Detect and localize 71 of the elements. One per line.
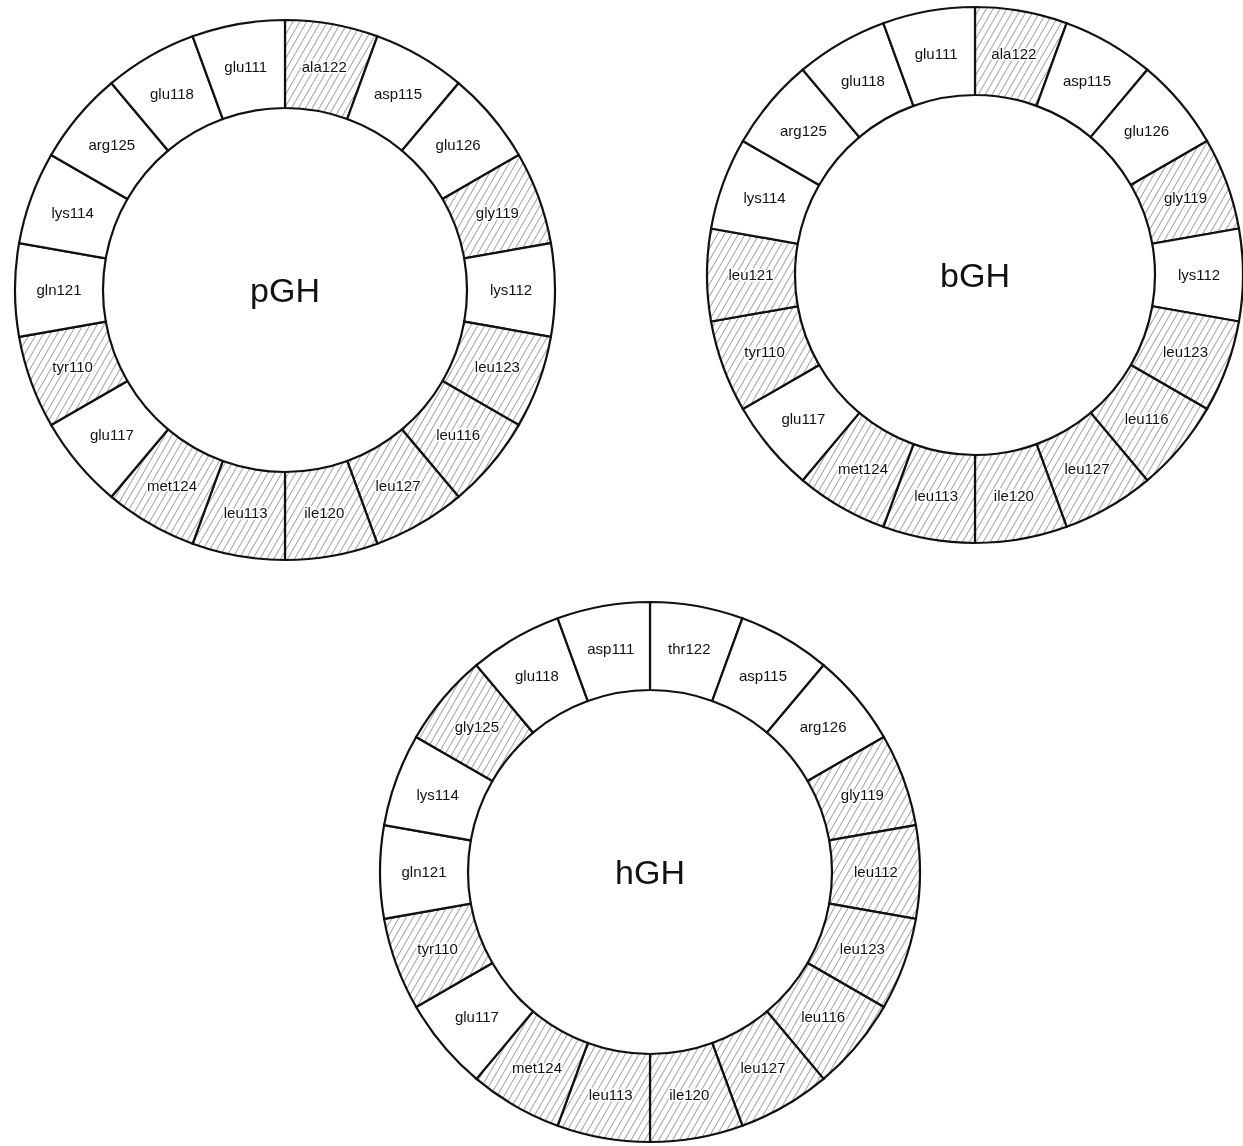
wheel-title: bGH [940,255,1010,295]
residue-label: arg125 [88,135,136,153]
wheel-segment [828,824,922,920]
wheel-segment [18,153,129,260]
residue-label: lys114 [743,189,786,207]
residue-label: met124 [512,1058,562,1076]
residue-label: leu127 [740,1058,786,1076]
residue-label: leu113 [588,1085,633,1103]
residue-label: glu118 [150,85,194,103]
residue-label: arg126 [799,717,847,735]
residue-label: leu112 [854,863,898,880]
residue-label: glu117 [781,410,826,427]
residue-label: asp115 [373,85,423,103]
residue-label: gln121 [36,281,82,298]
residue-label: met124 [147,476,197,494]
residue-label: ala122 [991,45,1037,63]
residue-label: lys114 [416,785,459,803]
wheel-segment [383,902,494,1009]
residue-label: leu123 [474,358,520,376]
residue-label: ile120 [669,1085,710,1103]
residue-label: leu116 [1124,410,1169,427]
wheel-segment [463,242,557,338]
residue-label: gly119 [840,785,884,803]
residue-label: leu121 [728,266,774,283]
wheel-title: hGH [615,852,685,892]
wheel-segment [378,824,472,920]
wheel-segment [191,18,287,121]
wheel-segment [1151,227,1243,323]
residue-label: tyr110 [52,358,93,376]
residue-label: leu113 [914,486,959,504]
residue-label: leu116 [436,426,481,444]
residue-label: lys112 [489,281,533,298]
residue-label: gly119 [1163,189,1208,207]
residue-label: leu123 [839,940,885,958]
residue-label: met124 [838,460,888,477]
wheel-title: pGH [250,270,320,310]
wheel-segment [882,5,977,107]
residue-label: leu116 [801,1008,846,1026]
wheel-segment [709,305,821,411]
residue-label: tyr110 [744,342,785,360]
residue-label: asp111 [587,640,635,658]
residue-label: glu118 [841,72,885,89]
residue-label: leu127 [375,476,421,494]
wheel-segment [18,320,129,427]
residue-label: asp115 [1062,72,1112,89]
residue-label: glu118 [515,667,559,685]
wheel-segment [556,600,652,703]
residue-label: glu117 [454,1008,499,1026]
wheel-segment [13,242,107,338]
residue-label: glu126 [1124,122,1170,139]
residue-label: leu123 [1162,342,1208,360]
residue-label: gly119 [475,203,519,221]
residue-label: lys112 [1177,266,1221,283]
wheel-segment [383,735,494,842]
residue-label: lys114 [51,203,94,221]
residue-label: glu126 [435,135,481,153]
residue-label: leu113 [223,503,268,521]
residue-label: ile120 [993,486,1034,504]
residue-label: glu111 [224,58,268,76]
residue-label: gln121 [401,863,447,880]
residue-label: ile120 [304,503,345,521]
residue-label: tyr110 [417,940,458,958]
wheel-segment [709,139,821,245]
residue-label: gly125 [454,717,499,735]
residue-label: leu127 [1064,460,1110,477]
residue-label: ala122 [301,58,347,76]
residue-label: glu117 [89,426,134,444]
residue-label: arg125 [780,122,827,139]
residue-label: glu111 [914,45,958,63]
residue-label: thr122 [667,640,711,658]
residue-label: asp115 [738,667,788,685]
